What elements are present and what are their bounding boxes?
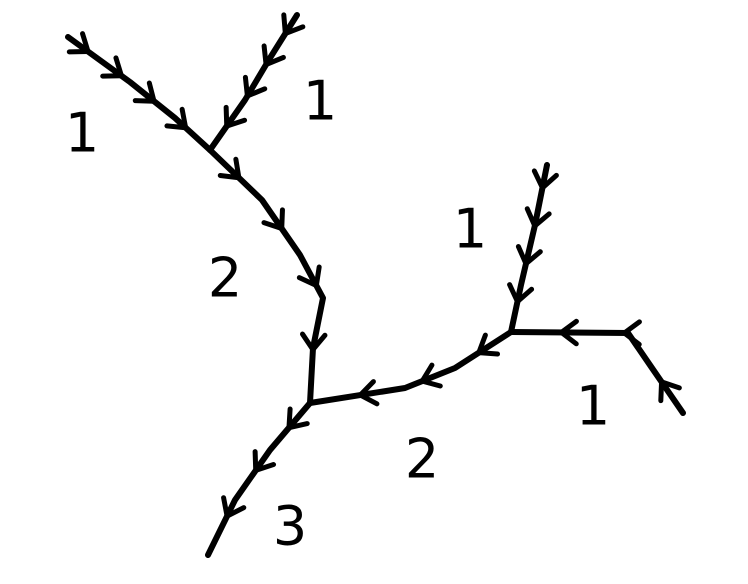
order-label-upper-left: 1: [65, 102, 99, 165]
flow-arrow-icon: [100, 55, 124, 79]
order-label-upper-right: 1: [303, 70, 337, 133]
flow-arrow-icon: [66, 31, 91, 55]
stream-segment-right-vertical-branch: [508, 162, 550, 335]
flow-arrow-icon: [223, 104, 248, 129]
flow-arrow-icon: [507, 282, 535, 305]
order-labels: 1 1 2 1 1 2 3: [65, 70, 610, 558]
flow-arrow-icon: [658, 379, 682, 404]
flow-arrows: [66, 12, 682, 519]
flow-arrow-icon: [476, 332, 501, 357]
flow-arrow-icon: [242, 74, 268, 99]
flow-arrow-icon: [296, 264, 322, 289]
flow-arrow-icon: [621, 319, 642, 347]
flow-arrow-icon: [261, 43, 286, 68]
flow-arrow-icon: [286, 406, 310, 431]
order-label-outlet-trunk: 3: [273, 495, 307, 558]
stream-lines: [65, 12, 686, 558]
flow-arrow-icon: [515, 244, 543, 267]
flow-arrow-icon: [419, 362, 443, 389]
stream-segment-middle-trunk: [307, 329, 514, 406]
order-label-right-lower: 1: [576, 375, 610, 438]
order-label-upper-trunk: 2: [208, 247, 242, 310]
order-label-middle-trunk: 2: [405, 428, 439, 491]
flow-arrow-icon: [164, 106, 189, 131]
flow-arrow-icon: [558, 318, 579, 347]
flow-arrow-icon: [531, 168, 559, 191]
stream-segment-upper-trunk: [207, 147, 326, 406]
flow-arrow-icon: [357, 379, 380, 407]
flow-arrow-icon: [132, 80, 157, 104]
flow-arrow-icon: [524, 206, 552, 229]
flow-arrow-icon: [261, 207, 285, 232]
stream-segment-right-lower-branch: [508, 329, 686, 416]
flow-arrow-icon: [221, 495, 247, 519]
flow-arrow-icon: [299, 331, 328, 353]
order-label-right-vertical: 1: [453, 198, 487, 261]
flow-arrow-icon: [252, 449, 277, 473]
flow-arrow-icon: [281, 12, 306, 37]
flow-arrow-icon: [217, 156, 242, 181]
